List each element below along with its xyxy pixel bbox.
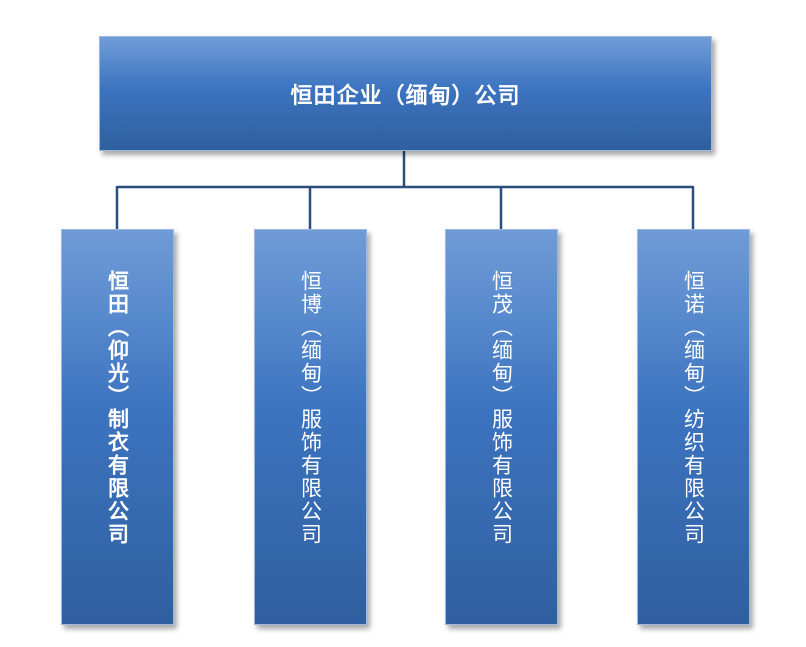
child-node-label: 恒茂（缅甸）服饰有限公司: [489, 270, 514, 546]
child-node-label: 恒田（仰光）制衣有限公司: [105, 270, 130, 546]
child-node-hengnuo-textile: 恒诺（缅甸）纺织有限公司: [637, 229, 750, 625]
root-node: 恒田企业（缅甸）公司: [99, 36, 712, 151]
child-node-label: 恒博（缅甸）服饰有限公司: [298, 270, 323, 546]
child-node-hengmao-apparel: 恒茂（缅甸）服饰有限公司: [445, 229, 558, 625]
child-node-yangon-garment: 恒田（仰光）制衣有限公司: [61, 229, 174, 625]
child-node-label: 恒诺（缅甸）纺织有限公司: [681, 270, 706, 546]
root-node-label: 恒田企业（缅甸）公司: [290, 83, 521, 109]
child-node-hengbo-apparel: 恒博（缅甸）服饰有限公司: [254, 229, 367, 625]
